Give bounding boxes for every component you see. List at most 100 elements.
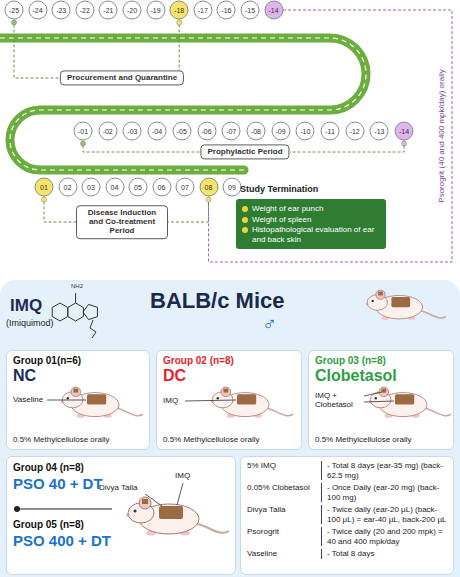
panel-heading: ♂: [262, 312, 277, 335]
day-circle: -07: [222, 122, 241, 141]
day-circle: -21: [99, 1, 118, 20]
day-number: -15: [245, 7, 255, 14]
day-number: 05: [134, 184, 142, 191]
day-number: -03: [127, 128, 137, 135]
group-box: Group 04 (n=8)PSO 40 + DTGroup 05 (n=8)P…: [6, 456, 236, 575]
day-number: -14: [269, 7, 279, 14]
day-number: 04: [111, 184, 119, 191]
day-circle: -23: [52, 1, 71, 20]
figure-part: [366, 303, 368, 305]
day-circle: -06: [197, 122, 216, 141]
figure-part: [419, 310, 446, 318]
endpoint-item: Histopathological evaluation of ear and …: [242, 225, 380, 244]
group-text: Group 02 (n=8): [163, 355, 234, 367]
group-text: Group 03 (n=8): [315, 355, 386, 367]
figure-part: [67, 397, 69, 399]
figure-part: [381, 389, 386, 393]
day-number: -09: [276, 128, 286, 135]
group-text: Group 01(n=6): [13, 355, 81, 367]
period-box: Disease Induction and Co-treatment Perio…: [76, 205, 168, 239]
figure-part: [83, 304, 97, 319]
dashed-connector: [14, 20, 60, 79]
leader-line: [364, 392, 382, 396]
figure-part: [71, 387, 81, 397]
figure-part: [378, 292, 383, 296]
dashed-connector: [209, 10, 453, 262]
day-circle: -15: [241, 1, 260, 20]
leader-line: [47, 400, 86, 401]
connector-dot: [402, 141, 407, 146]
day-circle: -01: [74, 122, 93, 141]
day-circle: 03: [82, 178, 101, 197]
day-number: -12: [350, 128, 360, 135]
dose-item: 5% IMQ: [247, 461, 321, 480]
dashed-connector: [168, 197, 209, 223]
day-circle: -13: [370, 122, 389, 141]
dose-detail: - Total 8 days (ear-35 mg) (back-62.5 mg…: [321, 461, 447, 480]
day-number: 07: [181, 184, 189, 191]
figure-part: [424, 408, 451, 416]
figure-part: [376, 290, 385, 299]
road-band: [0, 38, 366, 170]
day-circle: 01: [35, 178, 54, 197]
period-box: Procurement and Quarantine: [60, 70, 184, 85]
connector-dot: [206, 197, 211, 202]
leader-line: [364, 401, 394, 402]
figure-part: [116, 408, 143, 416]
dose-detail: - Twice daily (ear-20 µL) (back-100 µL) …: [321, 505, 447, 524]
mouse-figure: [211, 387, 293, 418]
panel-heading: (Imiquimod): [6, 318, 54, 328]
day-number: -06: [201, 128, 211, 135]
day-circle: -05: [172, 122, 191, 141]
period-label: Prophylactic Period: [207, 147, 282, 156]
day-circle: -02: [98, 122, 117, 141]
day-circle: 08: [199, 178, 218, 197]
day-circle: -22: [75, 1, 94, 20]
dose-detail: - Total 8 days: [321, 549, 447, 559]
day-circle: 09: [223, 178, 242, 197]
group-text: PSO 40 + DT: [13, 475, 103, 492]
day-number: 03: [87, 184, 95, 191]
day-number: 02: [64, 184, 72, 191]
day-number: -07: [226, 128, 236, 135]
day-number: -21: [103, 7, 113, 14]
day-number: -24: [33, 7, 43, 14]
group-text: NC: [13, 367, 36, 385]
mouse-figure: [369, 387, 451, 418]
group-box: Group 01(n=6)NCVaseline0.5% Methylcellul…: [6, 350, 150, 450]
day-number: -19: [151, 7, 161, 14]
termination-box: Study TerminationWeight of ear punchWeig…: [236, 199, 386, 249]
group-text: DC: [163, 367, 186, 385]
day-number: -04: [152, 128, 162, 135]
edge-label: Psorogrit (40 and 400 mpk/day) orally: [437, 67, 446, 204]
dashed-connector: [83, 141, 200, 153]
group-text: Clobetasol: [315, 367, 397, 385]
figure-part: [221, 387, 231, 397]
day-number: -22: [80, 7, 90, 14]
day-number: 06: [158, 184, 166, 191]
group-text: Divya Taila: [99, 483, 138, 492]
endpoint-item: Weight of spleen: [242, 215, 380, 225]
groups-panel: IMQ (Imiquimod) BALB/c Mice♂ Group 01(n=6)N…: [0, 280, 460, 577]
period-label: Disease Induction and Co-treatment Perio…: [83, 208, 161, 236]
leader-line: [145, 494, 162, 506]
day-circle: -11: [321, 122, 340, 141]
mouse-figure: [61, 387, 143, 418]
dashed-connector: [179, 20, 184, 79]
figure-part: [266, 408, 293, 416]
dose-detail: - Once Daily (ear-20 mg) (back-100 mg): [321, 483, 447, 502]
figure-part: [139, 497, 151, 509]
day-circle: -10: [296, 122, 315, 141]
day-circle: -09: [271, 122, 290, 141]
day-circle: -12: [345, 122, 364, 141]
group-text: IMQ: [163, 396, 185, 405]
day-circle: -16: [217, 1, 236, 20]
leader-line: [185, 400, 236, 401]
group-box: Group 03 (n=8)ClobetasolIMQ + Clobetasol…: [308, 350, 454, 450]
dashed-connector: [290, 141, 405, 153]
day-circle: -18: [170, 1, 189, 20]
panel-heading: BALB/c Mice: [150, 288, 284, 313]
day-circle: -14: [264, 1, 283, 20]
endpoint-item: Weight of ear punch: [242, 204, 380, 214]
figure-part: [87, 394, 106, 404]
